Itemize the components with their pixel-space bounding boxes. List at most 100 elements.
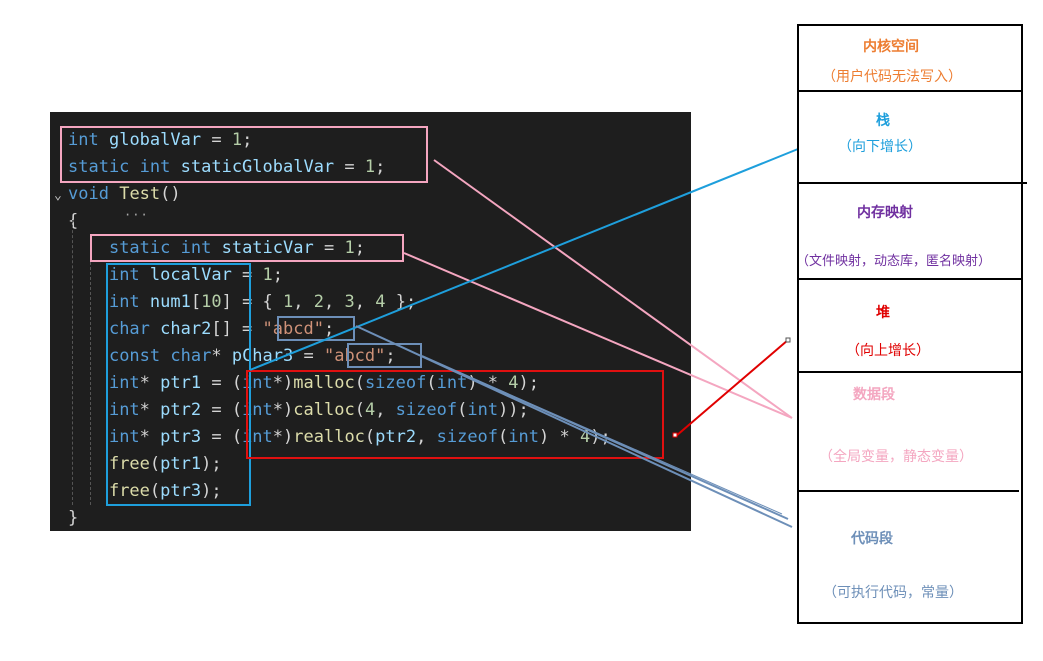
code-token: const	[108, 346, 161, 366]
code-line: free(ptr3);	[68, 478, 222, 505]
connector-anchor	[785, 337, 791, 343]
code-token: Test	[119, 184, 161, 204]
code-token: free	[108, 454, 150, 474]
code-line: void Test()	[68, 181, 181, 208]
code-token: char2	[160, 319, 212, 339]
data-segment-title: 数据段	[853, 387, 895, 403]
code-token: 10	[201, 292, 222, 312]
code-token: 1	[231, 130, 243, 150]
code-token: ,	[293, 292, 314, 312]
code-token: 3	[344, 292, 355, 312]
code-token: ;	[272, 265, 284, 285]
code-token: 4	[579, 427, 591, 447]
code-token: = (	[201, 400, 243, 420]
connector-data-segment	[403, 252, 793, 419]
code-token: =	[201, 130, 232, 150]
code-segment-title: 代码段	[851, 531, 893, 547]
code-token: ;	[323, 319, 335, 339]
code-token: ) *	[539, 427, 580, 447]
code-token: [] =	[211, 319, 263, 339]
code-token: 1	[262, 265, 273, 285]
code-token: [	[190, 292, 202, 312]
code-token: *)	[272, 373, 294, 393]
code-token: (	[457, 400, 468, 420]
code-line: static int staticGlobalVar = 1;	[68, 154, 385, 181]
code-token: *	[139, 373, 161, 393]
kernel-space-note: （用户代码无法写入）	[822, 69, 962, 85]
segment-divider	[797, 182, 1027, 184]
code-token: int	[108, 292, 140, 312]
code-token: (	[149, 481, 161, 501]
code-token: (	[149, 454, 161, 474]
segment-divider	[797, 371, 1023, 373]
connector-heap	[675, 339, 789, 437]
code-token: =	[231, 265, 263, 285]
code-token: ptr2	[375, 427, 417, 447]
segment-divider	[797, 490, 1019, 492]
code-token: ) *	[467, 373, 509, 393]
code-token: (	[364, 427, 376, 447]
connector-data-segment	[433, 159, 793, 419]
code-token: sizeof	[395, 400, 458, 420]
code-token: );	[201, 481, 222, 501]
code-token: malloc	[293, 373, 355, 393]
code-token: realloc	[293, 427, 365, 447]
code-token: );	[201, 454, 222, 474]
code-token: *)	[272, 400, 294, 420]
code-token: int	[180, 238, 212, 258]
code-line: }	[68, 505, 78, 532]
code-token: 1	[364, 157, 376, 177]
code-token: );	[518, 373, 540, 393]
code-token: pChar3	[231, 346, 294, 366]
code-token: 1	[344, 238, 355, 258]
segment-divider	[797, 90, 1023, 92]
connector-anchor	[672, 432, 678, 438]
code-token: ;	[385, 346, 396, 366]
connector-stack	[249, 148, 799, 371]
heap-title: 堆	[876, 305, 890, 321]
code-token: (	[426, 373, 437, 393]
code-token: int	[108, 265, 140, 285]
code-token: *	[211, 346, 232, 366]
code-token: *	[139, 427, 161, 447]
chevron-down-icon[interactable]: ⌄	[54, 188, 62, 203]
code-token: *)	[272, 427, 294, 447]
code-token: ] = {	[221, 292, 284, 312]
code-token: ;	[354, 238, 365, 258]
code-token: (	[498, 427, 509, 447]
code-token: *	[139, 400, 161, 420]
code-token: (	[354, 373, 365, 393]
code-line: free(ptr1);	[68, 451, 222, 478]
code-token: ));	[498, 400, 529, 420]
code-line: const char* pChar3 = "abcd";	[68, 343, 396, 370]
code-token: staticVar	[221, 238, 314, 258]
code-token: localVar	[149, 265, 232, 285]
code-line: int num1[10] = { 1, 2, 3, 4 };	[68, 289, 416, 316]
memory-layout: 内核空间 （用户代码无法写入） 栈 （向下增长） 内存映射 （文件映射，动态库，…	[796, 24, 1027, 624]
code-token: (	[354, 400, 365, 420]
code-token: sizeof	[364, 373, 427, 393]
code-token: int	[436, 373, 468, 393]
stack-title: 栈	[876, 113, 890, 129]
code-token: =	[293, 346, 324, 366]
global-vars-highlight	[60, 126, 428, 183]
code-token: ,	[416, 427, 437, 447]
code-token: staticGlobalVar	[180, 157, 335, 177]
stack-note: （向下增长）	[838, 139, 922, 155]
code-token: void	[68, 184, 109, 204]
code-token: ptr3	[160, 481, 202, 501]
code-line: int localVar = 1;	[68, 262, 283, 289]
code-line: static int staticVar = 1;	[68, 235, 365, 262]
code-token: static	[108, 238, 171, 258]
segment-divider	[797, 278, 1023, 280]
memory-mapping-title: 内存映射	[857, 205, 913, 221]
code-line: int globalVar = 1;	[68, 127, 252, 154]
code-token: num1	[149, 292, 191, 312]
code-token: = (	[201, 427, 243, 447]
code-token: int	[508, 427, 539, 447]
code-token: }	[68, 508, 79, 528]
code-token: =	[334, 157, 365, 177]
indent-guide	[90, 247, 91, 505]
heap-note: （向上增长）	[846, 343, 930, 359]
code-token: int	[467, 400, 499, 420]
